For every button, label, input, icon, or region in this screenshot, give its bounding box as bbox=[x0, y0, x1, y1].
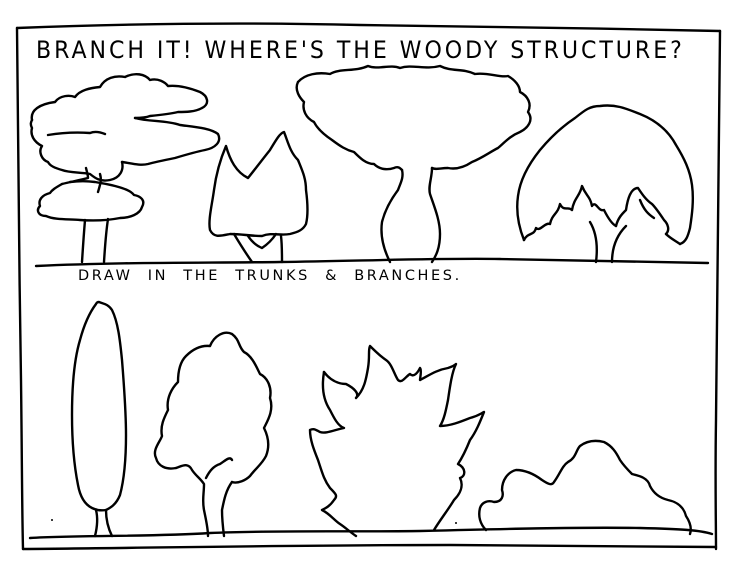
page-border bbox=[15, 22, 722, 551]
ink-speck bbox=[455, 522, 457, 524]
worksheet-title: BRANCH IT! WHERE'S THE WOODY STRUCTURE? bbox=[36, 36, 685, 64]
tree-spiky-crown bbox=[308, 344, 486, 538]
bottom-ground-line bbox=[28, 526, 714, 540]
tree-vase-canopy bbox=[295, 64, 532, 264]
shrub-cloud bbox=[478, 439, 692, 536]
ink-speck bbox=[51, 519, 53, 521]
tree-round-leafy bbox=[153, 331, 273, 538]
instruction-text: DRAW IN THE TRUNKS & BRANCHES. bbox=[78, 268, 462, 284]
tree-conifer-v bbox=[208, 130, 309, 264]
top-ground-line bbox=[34, 257, 710, 268]
tree-cypress-columnar bbox=[70, 300, 128, 538]
tree-bonsai-layered bbox=[29, 72, 221, 264]
tree-dome-canopy bbox=[516, 104, 695, 264]
